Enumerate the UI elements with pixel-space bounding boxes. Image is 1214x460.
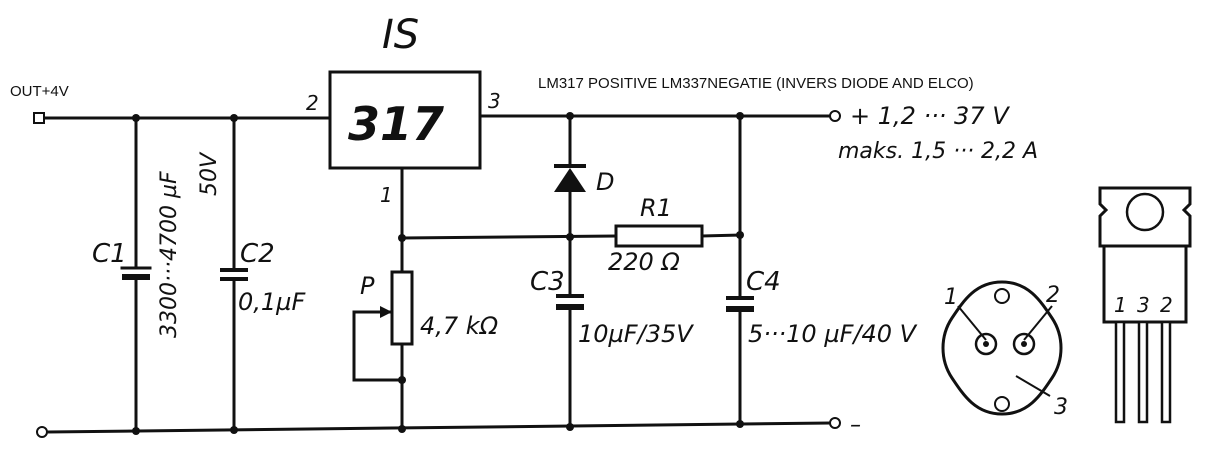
ground-rail [46, 421, 832, 434]
pot-name: P [360, 272, 375, 300]
diode-symbol [554, 168, 586, 192]
node-c2-bottom [230, 426, 238, 434]
out-terminal [33, 112, 45, 124]
r1-name: R1 [640, 194, 672, 222]
diode-name: D [596, 168, 614, 196]
regulator-pin-out: 3 [488, 89, 501, 113]
regulator-pin-in: 2 [306, 91, 319, 115]
c1-value: 3300···4700 µF [157, 171, 182, 338]
node-diode-top [566, 112, 574, 120]
c1-name: C1 [92, 239, 127, 269]
c4-name: C4 [746, 267, 781, 297]
vout-label: + 1,2 ··· 37 V [850, 102, 1010, 130]
node-c2-top [230, 114, 238, 122]
c2-value: 0,1µF [238, 288, 306, 316]
to3-package [941, 280, 1063, 416]
pot-wiper-arrow [380, 306, 392, 318]
c3-plate-bottom [556, 304, 584, 310]
circuit-description: LM317 POSITIVE LM337NEGATIE (INVERS DIOD… [538, 75, 974, 92]
c4-value: 5···10 µF/40 V [748, 320, 918, 348]
to3-pin-2: 2 [1046, 283, 1060, 308]
to220-pin-2: 2 [1160, 293, 1173, 317]
node-c3-bottom [566, 423, 574, 431]
ground-terminal-right [829, 417, 841, 429]
regulator-pin-adj: 1 [380, 183, 393, 207]
c3-value: 10µF/35V [578, 320, 694, 348]
node-c1-bottom [132, 427, 140, 435]
regulator-317 [328, 70, 482, 170]
c3-name: C3 [530, 267, 565, 297]
c4-plate-bottom [726, 306, 754, 312]
current-label: maks. 1,5 ··· 2,2 A [838, 139, 1038, 164]
out-label: OUT+4V [10, 83, 69, 100]
node-pot-wiper [398, 376, 406, 384]
c1-plate-bottom [122, 274, 150, 280]
to3-pin-1: 1 [944, 285, 958, 310]
to3-pin-3: 3 [1054, 395, 1068, 420]
node-diode-r1 [566, 233, 574, 241]
c1-voltage: 50V [197, 151, 222, 196]
resistor-r1 [614, 224, 704, 248]
to220-package [1098, 186, 1192, 424]
r1-value: 220 Ω [608, 248, 680, 276]
node-pot-bottom [398, 425, 406, 433]
c2-name: C2 [240, 239, 275, 269]
vout-terminal [829, 110, 841, 122]
ground-terminal-left [36, 426, 48, 438]
is-label: IS [382, 12, 419, 58]
pot-wiper-loop [352, 310, 404, 382]
potentiometer [390, 270, 414, 346]
r1-wire-right [700, 233, 742, 238]
to220-pin-1: 1 [1114, 293, 1127, 317]
node-c4-top [736, 112, 744, 120]
regulator-name: 317 [348, 97, 444, 151]
adj-node-wire [400, 234, 618, 240]
node-c1-top [132, 114, 140, 122]
node-c4-bottom [736, 420, 744, 428]
to220-pin-3: 3 [1137, 293, 1150, 317]
pot-value: 4,7 kΩ [420, 312, 499, 340]
ground-label-right: – [850, 413, 861, 438]
